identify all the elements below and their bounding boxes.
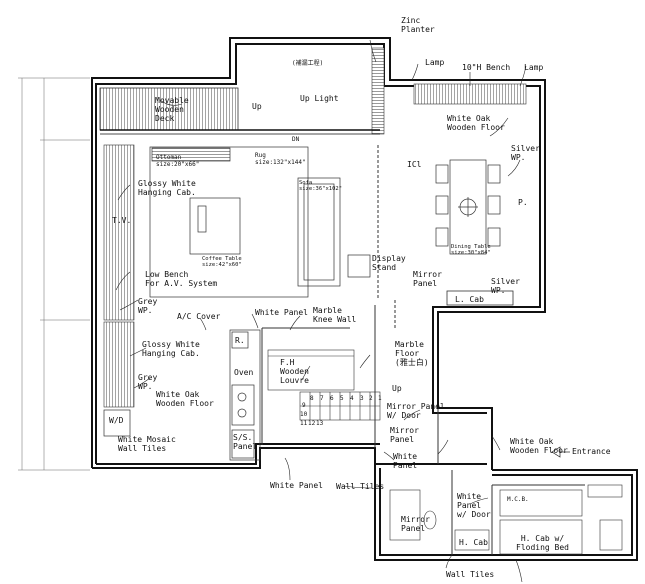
stair-6: 6 xyxy=(330,395,334,402)
hanging-cabinet-top xyxy=(103,144,135,321)
up-light-label: Up Light xyxy=(300,94,339,103)
ac-cover-label: A/C Cover xyxy=(177,312,221,321)
dn-label: DN xyxy=(292,136,300,143)
dimension-lines xyxy=(18,77,90,471)
stair-4: 4 xyxy=(350,395,354,402)
leader-lines xyxy=(115,39,527,583)
stair-11: 11 xyxy=(300,420,308,427)
tv-label: T.V. xyxy=(112,216,132,225)
up-label-2: Up xyxy=(392,384,402,393)
entrance-label: Entrance xyxy=(572,447,611,456)
wall-tiles-1-label: Wall Tiles xyxy=(336,482,385,491)
wall-tiles-2-label: Wall Tiles xyxy=(446,570,495,579)
bench-label: 10"H Bench xyxy=(462,63,511,72)
dining-set xyxy=(435,159,501,255)
white-panel-3-label: White Panel xyxy=(270,481,323,490)
outer-walls xyxy=(91,37,638,561)
hanging-cabinet-bottom xyxy=(103,321,135,408)
stair-13: 13 xyxy=(316,420,324,427)
stair-8: 8 xyxy=(310,395,314,402)
stair-3: 3 xyxy=(360,395,364,402)
entrance-arrow xyxy=(551,446,570,458)
bathroom-fixtures xyxy=(389,484,623,555)
partitions xyxy=(261,145,585,555)
l-cab-label: L. Cab xyxy=(455,295,484,304)
r-label: R. xyxy=(235,336,245,345)
wd-label: W/D xyxy=(109,416,124,425)
movable-deck xyxy=(99,87,239,131)
living-furniture xyxy=(149,146,371,298)
lamp-right-label: Lamp xyxy=(524,63,544,72)
p-label: P. xyxy=(518,198,528,207)
stair-1: 1 xyxy=(378,395,382,402)
kitchen-block xyxy=(103,329,261,461)
icl-label: ICl xyxy=(407,160,422,169)
chinese-note-label: (補漏工程) xyxy=(292,60,324,67)
stair-10: 10 xyxy=(300,411,308,418)
staircase xyxy=(267,349,381,421)
oven-label: Oven xyxy=(234,368,254,377)
planter xyxy=(371,47,385,135)
h-cab-label: H. Cab xyxy=(459,538,488,547)
stair-7: 7 xyxy=(320,395,324,402)
stair-5: 5 xyxy=(340,395,344,402)
ss-panel-label: S/S.Panel xyxy=(233,433,258,451)
up-label-1: Up xyxy=(252,102,262,111)
stair-2: 2 xyxy=(369,395,373,402)
stair-12: 12 xyxy=(308,420,316,427)
l-cab-box xyxy=(446,290,514,306)
white-panel-1-label: White Panel xyxy=(255,308,308,317)
bench xyxy=(413,83,527,105)
stair-9: 9 xyxy=(302,402,306,409)
h-cab-bed-label: H. Cab w/Floding Bed xyxy=(516,534,569,552)
lamp-left-label: Lamp xyxy=(425,58,445,67)
mcb-label: M.C.B. xyxy=(507,496,529,503)
